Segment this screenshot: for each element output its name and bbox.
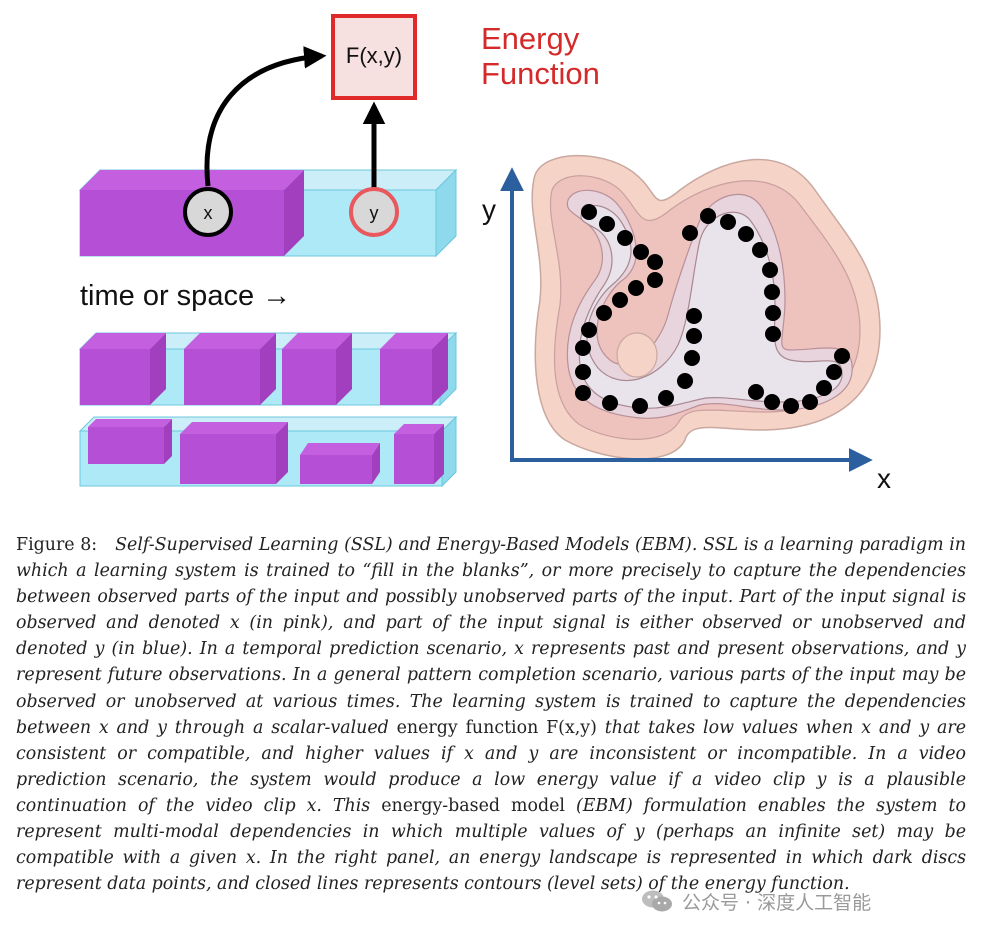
data-point	[738, 226, 754, 242]
data-point	[596, 305, 612, 321]
data-point	[581, 204, 597, 220]
data-point	[632, 398, 648, 414]
data-point	[765, 305, 781, 321]
caption-text-part4: energy-based model	[381, 795, 565, 816]
data-point	[617, 230, 633, 246]
caption-text-part2: energy function F(x,y)	[396, 717, 597, 738]
data-point	[764, 394, 780, 410]
x-axis-label: x	[877, 463, 891, 494]
data-point	[612, 292, 628, 308]
data-point	[633, 244, 649, 260]
data-point	[762, 262, 778, 278]
data-point	[658, 390, 674, 406]
watermark-text: 公众号 · 深度人工智能	[682, 891, 872, 914]
data-point	[764, 284, 780, 300]
x-node: x	[183, 187, 233, 237]
data-point	[752, 242, 768, 258]
energy-title-line2: Function	[481, 56, 600, 91]
data-point	[748, 384, 764, 400]
energy-title-line1: Energy	[481, 21, 580, 56]
figure-label: Figure 8:	[16, 535, 98, 555]
data-point	[575, 385, 591, 401]
data-point	[628, 280, 644, 296]
signal-bar-bottom	[78, 415, 458, 488]
data-point	[765, 326, 781, 342]
data-point	[802, 394, 818, 410]
data-point	[834, 348, 850, 364]
data-points	[575, 204, 850, 414]
caption-text-part5: (EBM) formulation enables the system to …	[16, 795, 966, 895]
data-point	[602, 395, 618, 411]
caption-text-part1: Self-Supervised Learning (SSL) and Energ…	[16, 535, 966, 738]
data-point	[647, 272, 663, 288]
contour-hole	[616, 332, 658, 378]
data-point	[783, 398, 799, 414]
x-node-label: x	[204, 203, 213, 223]
figure-diagram: x y F(x,y) Energy Function time or space…	[78, 14, 891, 494]
watermark: 公众号 · 深度人工智能	[640, 886, 871, 916]
y-axis-label: y	[482, 194, 496, 225]
data-point	[720, 214, 736, 230]
figure-caption: Figure 8:Self-Supervised Learning (SSL) …	[16, 532, 966, 897]
y-node-label: y	[370, 203, 379, 223]
data-point	[575, 340, 591, 356]
energy-landscape	[531, 154, 881, 460]
data-point	[647, 254, 663, 270]
wechat-icon	[642, 890, 672, 912]
signal-bar-middle	[78, 331, 458, 407]
data-point	[686, 328, 702, 344]
caption-text-part3: that takes low values when x and y are c…	[16, 717, 966, 816]
energy-function-box: F(x,y)	[331, 14, 417, 100]
data-point	[682, 225, 698, 241]
data-point	[826, 364, 842, 380]
data-point	[575, 364, 591, 380]
data-point	[581, 322, 597, 338]
data-point	[599, 216, 615, 232]
data-point	[700, 208, 716, 224]
y-node: y	[349, 187, 399, 237]
data-point	[684, 350, 700, 366]
time-or-space-label: time or space →	[80, 280, 291, 312]
x-to-f-arrow	[204, 46, 327, 187]
data-point	[686, 308, 702, 324]
data-point	[677, 373, 693, 389]
data-point	[816, 380, 832, 396]
signal-bar-top	[78, 168, 458, 258]
energy-box-label: F(x,y)	[346, 43, 402, 68]
